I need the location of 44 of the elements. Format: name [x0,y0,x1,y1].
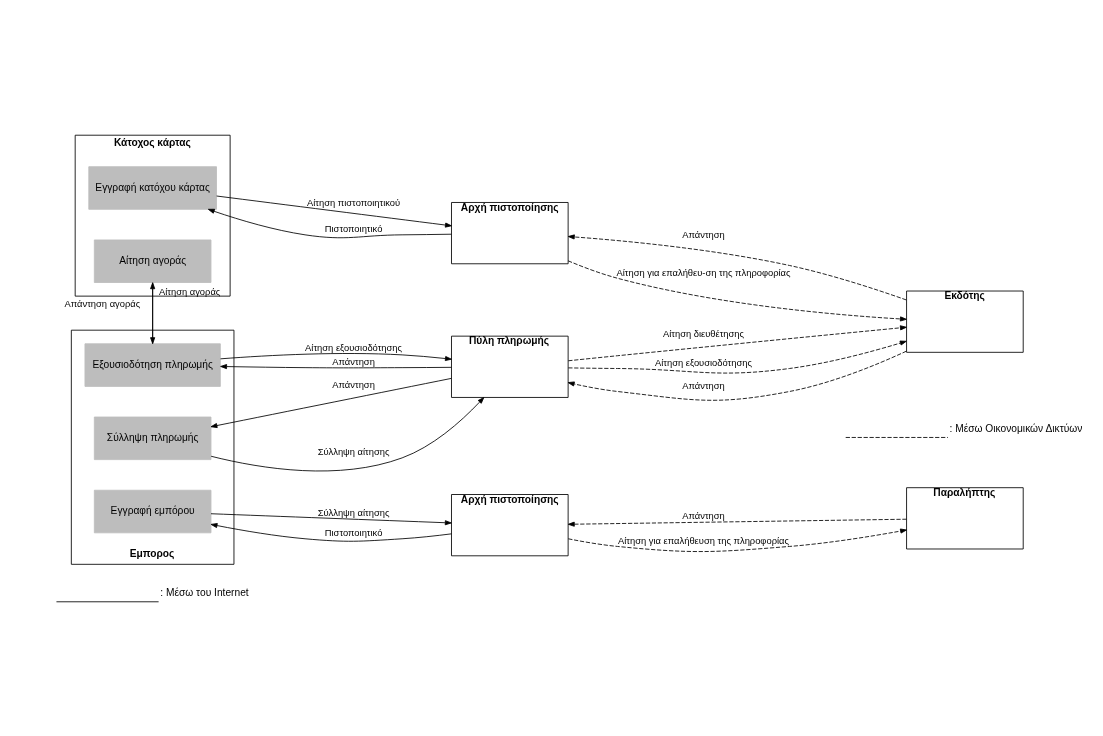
edge-label: Απάντηση [682,380,725,391]
legend-label: : Μέσω Οικονομικών Δικτύων [949,422,1083,434]
arrow [210,522,452,542]
node-box: Πύλη πληρωμής [451,335,569,398]
arrow [567,350,907,401]
edge-label: Αίτηση διευθέτησης [662,328,745,339]
arrow [210,512,452,525]
arrow [567,233,907,300]
node-box: Εξουσιοδότηση πληρωμής [84,342,221,387]
arrow [216,195,452,228]
arrow [210,377,452,428]
arrow [567,324,907,361]
edge-label: Αίτηση αγοράς [158,286,221,297]
node-box: Εγγραφή εμπόρου [93,489,212,533]
legend-label: : Μέσω του Internet [160,586,249,598]
edge-label: Αίτηση εξουσιοδότησης [305,342,403,353]
edge-label: Απάντηση [332,379,375,390]
edge-label: Αίτηση εξουσιοδότησης [655,357,752,368]
edge-label: Σύλληψη αίτησης [317,507,390,518]
arrow [567,259,907,321]
edge-label: Απάντηση [332,356,375,367]
edge-label: Απάντηση [682,510,725,521]
edge-label: Αίτηση για επαλήθευ-ση της πληροφορίας [616,267,791,278]
edge-label: Πιστοποιητικό [324,527,383,538]
edge-label: Απάντηση αγοράς [64,298,141,309]
arrow [210,396,485,471]
arrow [567,528,907,552]
edge-label: Απάντηση [682,229,725,240]
node-box: Εγγραφή κατόχου κάρτας [88,165,217,210]
arrow [207,208,452,238]
node-box: Σύλληψη πληρωμής [93,416,212,460]
arrow [220,352,452,361]
node-box: Αρχή πιστοποίησης [451,493,569,556]
arrow [567,340,907,373]
edge-label: Αίτηση για επαλήθευση της πληροφορίας [618,535,789,546]
arrow [567,518,907,527]
node-box: Αρχή πιστοποίησης [451,201,569,264]
edge-label: Σύλληψη αίτησης [317,446,390,457]
node-box: Εκδότης [906,290,1024,353]
edge-label: Πιστοποιητικό [324,223,383,234]
node-box: Αίτηση αγοράς [93,239,212,283]
edge-label: Αίτηση πιστοποιητικού [306,197,401,208]
arrow [220,363,452,369]
node-box: Παραλήπτης [906,486,1024,549]
